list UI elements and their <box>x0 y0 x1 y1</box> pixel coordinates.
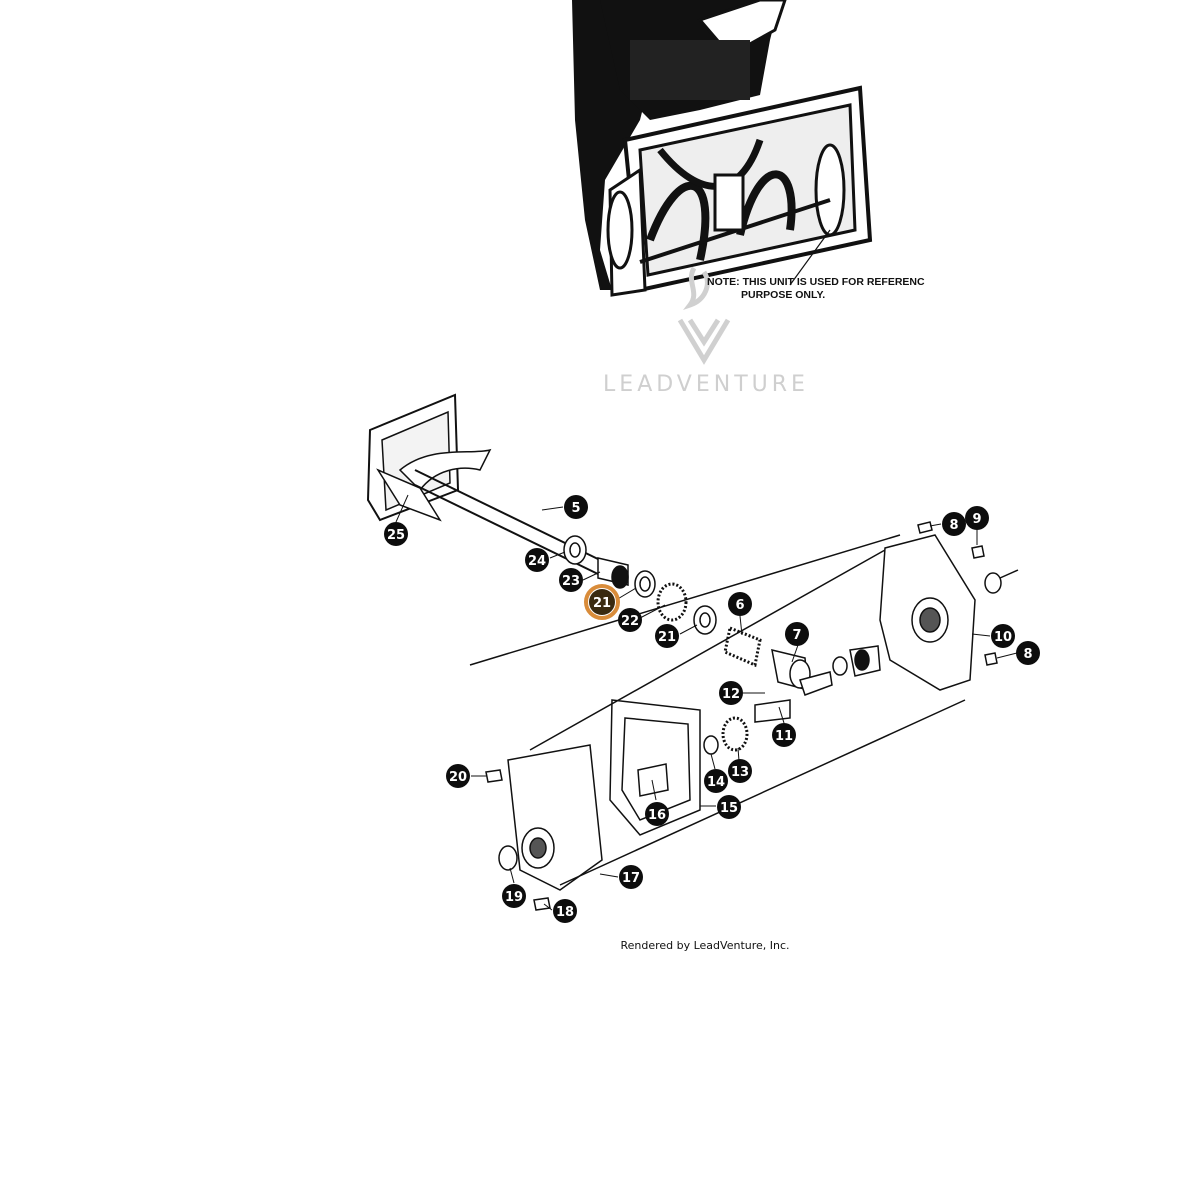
callout-label: 16 <box>648 808 666 823</box>
callout-17[interactable]: 17 <box>619 865 643 889</box>
callout-circle <box>1016 641 1040 665</box>
highlight-ring <box>584 584 620 620</box>
callout-8[interactable]: 8 <box>942 512 966 536</box>
callout-15[interactable]: 15 <box>717 795 741 819</box>
callout-20[interactable]: 20 <box>446 764 470 788</box>
callout-21[interactable]: 21 <box>655 624 679 648</box>
callout-14[interactable]: 14 <box>704 769 728 793</box>
callout-21[interactable]: 21 <box>584 584 620 620</box>
callout-10[interactable]: 10 <box>991 624 1015 648</box>
callout-16[interactable]: 16 <box>645 802 669 826</box>
callout-label: 13 <box>731 765 749 780</box>
callout-5[interactable]: 5 <box>564 495 588 519</box>
callout-circle <box>589 589 615 615</box>
callout-23[interactable]: 23 <box>559 568 583 592</box>
note-line-2: PURPOSE ONLY. <box>741 289 826 301</box>
callout-12[interactable]: 12 <box>719 681 743 705</box>
callout-9[interactable]: 9 <box>965 506 989 530</box>
callout-circle <box>728 759 752 783</box>
callout-circle <box>785 622 809 646</box>
snowblower-reference-illustration <box>572 0 873 297</box>
callout-circle <box>772 723 796 747</box>
callout-13[interactable]: 13 <box>728 759 752 783</box>
callout-label: 10 <box>994 630 1012 645</box>
callout-label: 22 <box>621 614 639 629</box>
callout-circle <box>704 769 728 793</box>
callout-label: 9 <box>972 512 981 527</box>
callout-label: 25 <box>387 528 405 543</box>
callout-22[interactable]: 22 <box>618 608 642 632</box>
callout-circle <box>717 795 741 819</box>
callout-circle <box>655 624 679 648</box>
callout-circle <box>502 884 526 908</box>
note-line-1: NOTE: THIS UNIT IS USED FOR REFERENC <box>707 276 925 288</box>
callout-7[interactable]: 7 <box>785 622 809 646</box>
callout-circle <box>719 681 743 705</box>
callout-label: 17 <box>622 871 640 886</box>
callout-label: 19 <box>505 890 523 905</box>
callout-circle <box>619 865 643 889</box>
callout-label: 8 <box>1023 647 1032 662</box>
callout-24[interactable]: 24 <box>525 548 549 572</box>
callout-circle <box>618 608 642 632</box>
callout-label: 21 <box>593 596 611 611</box>
callout-circle <box>942 512 966 536</box>
callout-circle <box>384 522 408 546</box>
callout-label: 6 <box>735 598 744 613</box>
leadventure-logo <box>677 266 731 365</box>
callout-label: 18 <box>556 905 574 920</box>
exploded-assembly <box>366 393 1019 911</box>
callout-label: 7 <box>792 628 801 643</box>
callout-11[interactable]: 11 <box>772 723 796 747</box>
callout-25[interactable]: 25 <box>384 522 408 546</box>
callout-label: 12 <box>722 687 740 702</box>
callout-circle <box>446 764 470 788</box>
callout-label: 21 <box>658 630 676 645</box>
callout-circle <box>645 802 669 826</box>
callout-leaders <box>395 494 1018 911</box>
callout-label: 5 <box>571 501 580 516</box>
callout-label: 24 <box>528 554 546 569</box>
callout-circle <box>564 495 588 519</box>
callout-circle <box>525 548 549 572</box>
callout-label: 15 <box>720 801 738 816</box>
callout-8[interactable]: 8 <box>1016 641 1040 665</box>
callout-circle <box>728 592 752 616</box>
watermark-text: LEADVENTURE <box>603 372 809 397</box>
callout-circle <box>559 568 583 592</box>
callout-label: 20 <box>449 770 467 785</box>
callout-label: 8 <box>949 518 958 533</box>
callout-circle <box>991 624 1015 648</box>
callout-19[interactable]: 19 <box>502 884 526 908</box>
callout-label: 23 <box>562 574 580 589</box>
callout-18[interactable]: 18 <box>553 899 577 923</box>
callout-6[interactable]: 6 <box>728 592 752 616</box>
callout-label: 14 <box>707 775 725 790</box>
callout-label: 11 <box>775 729 793 744</box>
callout-circle <box>553 899 577 923</box>
callout-circle <box>965 506 989 530</box>
rendered-by-footer: Rendered by LeadVenture, Inc. <box>620 939 790 952</box>
